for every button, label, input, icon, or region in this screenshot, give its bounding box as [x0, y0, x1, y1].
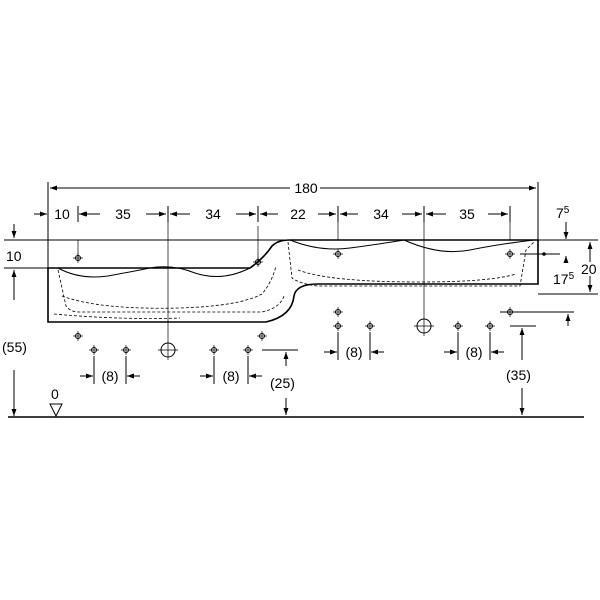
right-drain-height: (35): [506, 367, 531, 383]
spacing-3: (8): [345, 344, 362, 360]
segment-5: 34: [373, 206, 389, 222]
basin-outline: [47, 239, 539, 323]
drain-right: [414, 316, 434, 336]
ground-label: 0: [51, 386, 59, 402]
right-drain-dimension: (35): [500, 311, 574, 415]
left-vertical-dimensions: 10 (55): [2, 224, 290, 416]
segment-3: 34: [205, 206, 221, 222]
left-install-height: (55): [2, 339, 27, 355]
fixing-spacing-dimensions: (8) (8) (8) (8): [80, 332, 504, 384]
right-depth-label: 175: [553, 271, 575, 287]
segment-dimensions: 10 35 34 22 34 35: [34, 206, 511, 222]
right-top-gap: 75: [556, 205, 570, 221]
spacing-2: (8): [222, 368, 239, 384]
segment-6: 35: [459, 206, 475, 222]
center-drain-dimension: (25): [262, 349, 298, 415]
overall-width-dimension: 180: [47, 180, 539, 268]
fixing-points: [73, 249, 515, 355]
right-height-label: 20: [581, 261, 597, 277]
segment-1: 10: [54, 206, 70, 222]
segment-2: 35: [115, 206, 131, 222]
floor-line: 0: [8, 386, 584, 418]
segment-4: 22: [290, 206, 306, 222]
center-drain-height: (25): [270, 375, 295, 391]
spacing-4: (8): [465, 344, 482, 360]
overall-width-label: 180: [294, 180, 318, 196]
right-vertical-dimensions: 75 20 175: [520, 205, 598, 295]
centerlines: [77, 216, 511, 340]
spacing-1: (8): [101, 368, 118, 384]
basin-interior-dashed: [53, 241, 535, 319]
drain-left: [158, 340, 178, 360]
left-top-step: 10: [6, 248, 22, 264]
